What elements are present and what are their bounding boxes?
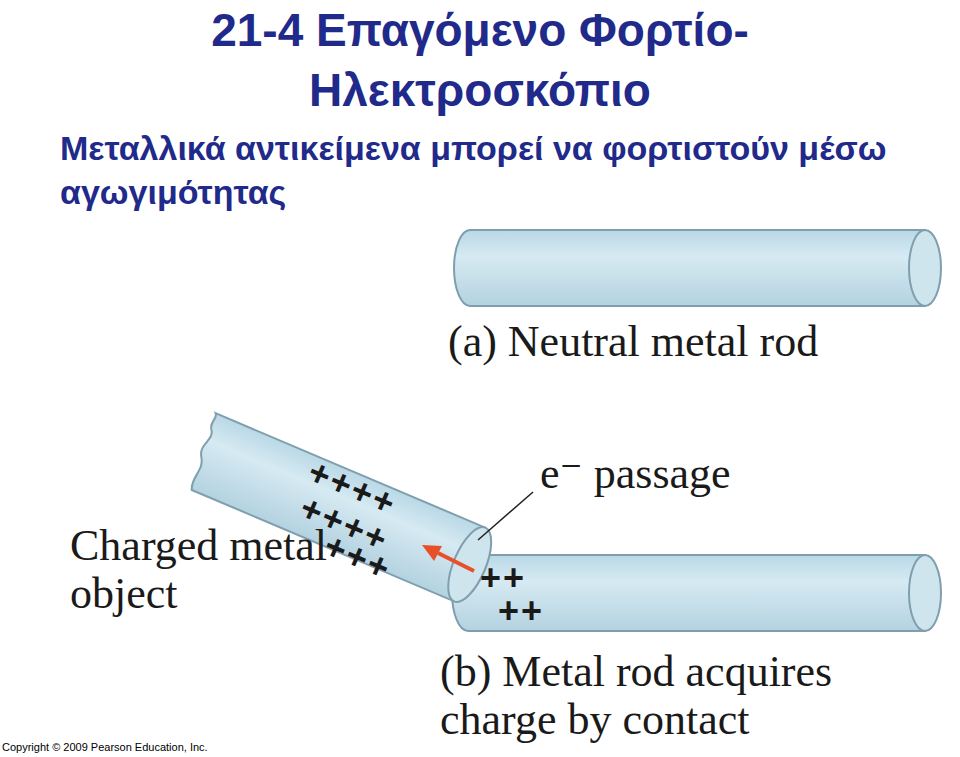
- charged-rod: [452, 555, 941, 631]
- part-label: Charged metal object: [70, 522, 390, 618]
- part-label: (a) Neutral metal rod: [448, 318, 953, 366]
- neutral-rod: [454, 230, 941, 306]
- part-label: (b) Metal rod acquires charge by contact: [440, 648, 955, 744]
- callout-label: e⁻ passage: [540, 450, 820, 498]
- copyright-note: Copyright © 2009 Pearson Education, Inc.: [2, 741, 208, 754]
- electron-arrow: [422, 545, 474, 571]
- slide-title: 21-4 Επαγόμενο Φορτίο- Ηλεκτροσκόπιο: [150, 0, 810, 120]
- charged-object: [184, 413, 500, 607]
- subtitle: Μεταλλικά αντικείμενα μπορεί να φορτιστο…: [60, 126, 940, 214]
- charge-signs: ++: [480, 560, 526, 596]
- leader-line: [478, 492, 533, 540]
- charge-signs: ++: [498, 593, 544, 629]
